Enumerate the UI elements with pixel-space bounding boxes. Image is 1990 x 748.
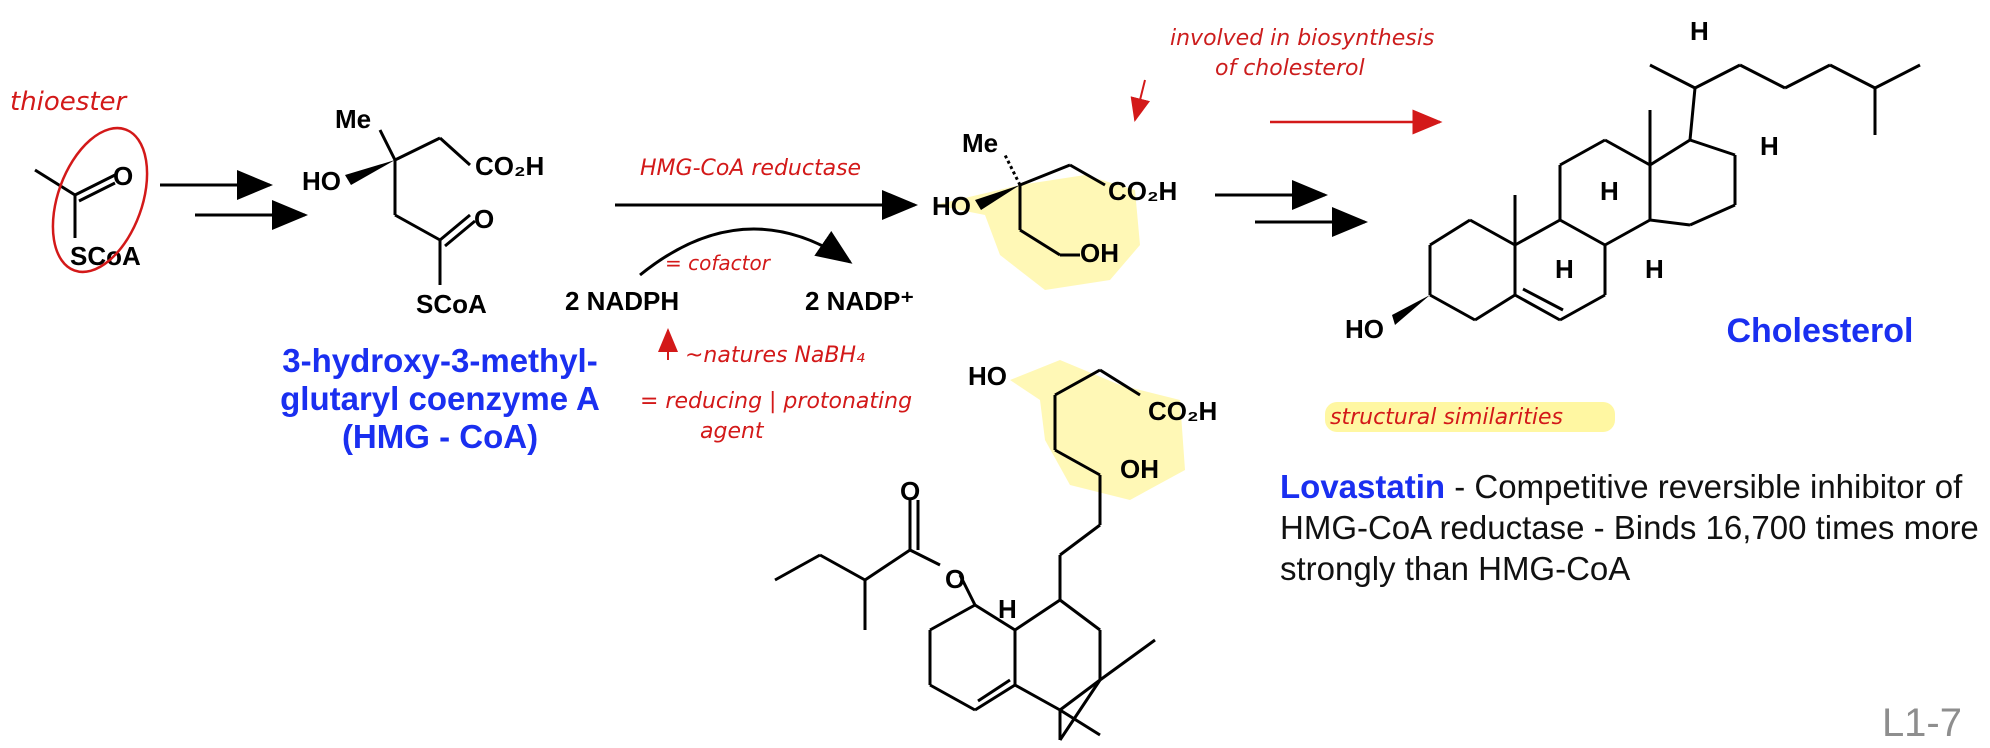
hmg-coa-name-line1: 3-hydroxy-3-methyl- xyxy=(282,342,598,379)
acetyl-scoa: SCoA xyxy=(70,241,141,271)
cholesterol-h-14: H xyxy=(1645,254,1664,284)
mevalonate-oh: OH xyxy=(1080,238,1119,268)
arrow-involved-down xyxy=(1130,79,1151,122)
lovastatin-description: Lovastatin - Competitive reversible inhi… xyxy=(1280,466,1980,589)
cholesterol-name: Cholesterol xyxy=(1726,312,1914,350)
slide-number: L1-7 xyxy=(1881,701,1962,745)
mevalonate-structure xyxy=(1018,163,1106,257)
lovastatin-text: - Competitive reversible inhibitor of HM… xyxy=(1280,468,1979,587)
annotation-thioester: thioester xyxy=(10,87,129,117)
lovastatin-o-carbonyl: O xyxy=(900,476,920,506)
lovastatin-structure xyxy=(774,368,1156,741)
cholesterol-h-top: H xyxy=(1690,16,1709,46)
cholesterol-ho-wedge xyxy=(1392,295,1430,325)
hmg-coa-name-line3: (HMG - CoA) xyxy=(341,418,539,455)
hmg-coa-name: 3-hydroxy-3-methyl- glutaryl coenzyme A … xyxy=(230,342,650,456)
lovastatin-co2h: CO₂H xyxy=(1148,396,1217,426)
arrow-cofactor-curve xyxy=(639,227,853,277)
mevalonate-me: Me xyxy=(962,128,998,158)
hmg-o: O xyxy=(474,204,494,234)
annotation-cofactor: = cofactor xyxy=(665,251,772,275)
hmg-ho: HO xyxy=(302,166,341,196)
mevalonate-ho: HO xyxy=(932,191,971,221)
lovastatin-o-ester: O xyxy=(945,564,965,594)
hmg-me: Me xyxy=(335,104,371,134)
hmg-coa-name-line2: glutaryl coenzyme A xyxy=(280,380,600,417)
lovastatin-ho: HO xyxy=(968,361,1007,391)
cholesterol-h-8: H xyxy=(1600,176,1619,206)
cholesterol-structure xyxy=(1428,63,1921,322)
lovastatin-h: H xyxy=(998,594,1017,624)
hmg-coa-structure xyxy=(393,136,476,285)
annotation-enzyme: HMG-CoA reductase xyxy=(640,156,861,181)
annotation-involved2: of cholesterol xyxy=(1215,56,1365,81)
thioester-circle xyxy=(51,126,149,274)
annotation-reducing1: = reducing | protonating xyxy=(640,389,912,414)
hmg-co2h: CO₂H xyxy=(475,151,544,181)
annotation-involved1: involved in biosynthesis xyxy=(1170,26,1434,51)
cholesterol-h-9: H xyxy=(1555,254,1574,284)
wedge-bond xyxy=(345,160,395,185)
mevalonate-co2h: CO₂H xyxy=(1108,176,1177,206)
cholesterol-ho: HO xyxy=(1345,314,1384,344)
mevalonate-wedge xyxy=(975,185,1020,210)
cholesterol-h-17: H xyxy=(1760,131,1779,161)
acetyl-coa-structure xyxy=(34,168,116,238)
nadph-label: 2 NADPH xyxy=(565,286,679,316)
hmg-scoa: SCoA xyxy=(416,289,487,319)
annotation-similarities: structural similarities xyxy=(1330,405,1563,430)
annotation-reducing2: agent xyxy=(700,419,765,444)
lovastatin-oh: OH xyxy=(1120,454,1159,484)
annotation-natures: ~natures NaBH₄ xyxy=(685,343,865,368)
highlight-similarities xyxy=(1325,402,1615,432)
lovastatin-name: Lovastatin xyxy=(1280,468,1446,505)
acetyl-o: O xyxy=(113,161,133,191)
nadp-label: 2 NADP⁺ xyxy=(805,286,914,316)
